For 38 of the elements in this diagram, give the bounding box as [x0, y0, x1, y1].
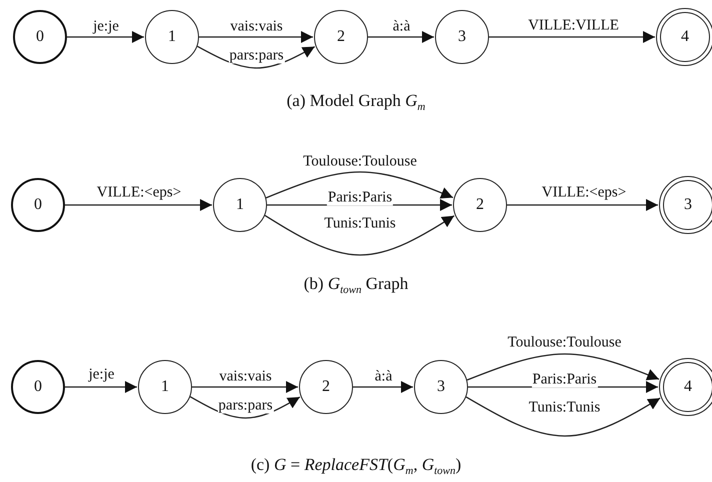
- arrow: [65, 381, 137, 393]
- arrow: [65, 199, 212, 211]
- edge-label: Paris:Paris: [531, 372, 598, 388]
- edge-label: VILLE:<eps>: [540, 186, 628, 200]
- state-circle: 3: [435, 10, 489, 64]
- state-circle: 1: [138, 360, 192, 414]
- state-circle: 2: [453, 178, 507, 232]
- edge-label: je:je: [92, 20, 120, 34]
- figure-caption: (b) G$_{town}$ Graph: [304, 274, 408, 296]
- edge-label: VILLE:<eps>: [96, 186, 182, 200]
- arrow: [190, 396, 300, 419]
- state-circle: 2: [299, 360, 353, 414]
- start-state-circle: 0: [13, 10, 67, 64]
- final-state-circle: 3: [659, 176, 712, 234]
- arrow: [199, 31, 313, 43]
- edge-label: je:je: [88, 368, 116, 382]
- state-circle: 3: [414, 360, 468, 414]
- start-state-circle: 0: [11, 178, 65, 232]
- final-state-circle: 4: [659, 358, 712, 416]
- arrow: [466, 396, 660, 437]
- arrow: [266, 171, 454, 199]
- edge-label: Paris:Paris: [326, 190, 394, 206]
- arrow: [368, 31, 434, 43]
- state-circle: 1: [213, 178, 267, 232]
- arrow: [192, 381, 298, 393]
- arrow: [197, 46, 316, 69]
- arrow: [353, 381, 413, 393]
- arrow: [507, 199, 658, 211]
- figure-caption: (c) G = ReplaceFST(G$_{m}$, G$_{town}$): [250, 454, 462, 478]
- state-circle: 2: [314, 10, 368, 64]
- start-state-circle: 0: [11, 360, 65, 414]
- figure-caption: (a) Model Graph G$_{m}$: [286, 90, 426, 114]
- arrow: [489, 31, 655, 43]
- final-state-circle: 4: [656, 8, 712, 66]
- state-circle: 1: [145, 10, 199, 64]
- arrow: [264, 214, 454, 256]
- arrow: [67, 31, 144, 43]
- arrow: [466, 353, 660, 381]
